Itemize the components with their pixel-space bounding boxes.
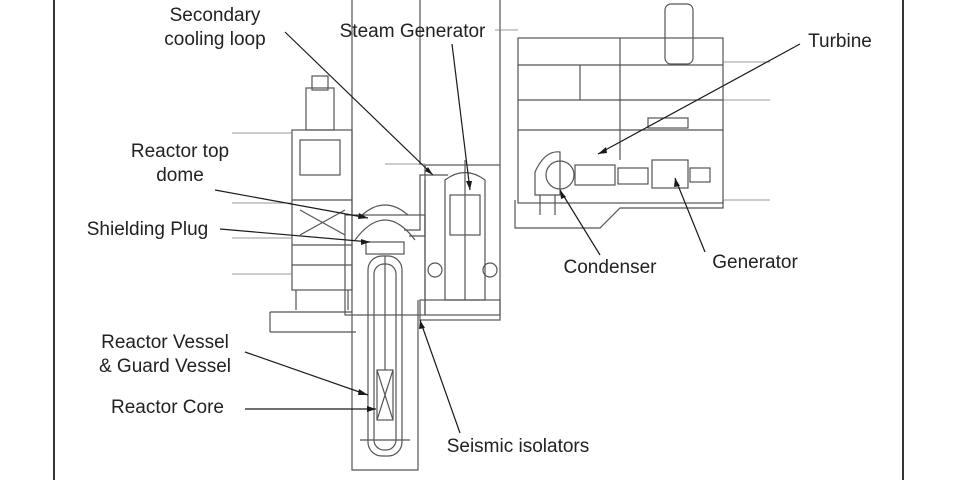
frame-right-border (902, 0, 904, 480)
frame-left-border (53, 0, 55, 480)
label-secondary-cooling-loop: Secondary cooling loop (164, 5, 266, 50)
steam-generator-building (404, 160, 501, 321)
label-reactor-vessel-guard-vessel: Reactor Vessel & Guard Vessel (98, 332, 232, 377)
pump-room-building (269, 75, 356, 333)
leader-reactor-top-dome (214, 189, 369, 219)
turbine-building (514, 3, 724, 229)
leader-shielding-plug (219, 228, 371, 243)
leader-condenser (559, 189, 601, 256)
label-shielding-plug: Shielding Plug (86, 219, 209, 240)
label-condenser: Condenser (563, 257, 657, 278)
leader-turbine (597, 43, 801, 155)
label-reactor-top-dome: Reactor top dome (130, 141, 230, 186)
leader-reactor-vessel (244, 351, 369, 396)
leader-secondary-cooling-loop (284, 31, 434, 176)
leader-steam-generator (451, 43, 471, 191)
label-steam-generator: Steam Generator (339, 21, 486, 42)
leader-seismic-isolators (419, 319, 461, 434)
label-generator: Generator (712, 252, 798, 273)
label-reactor-core: Reactor Core (111, 397, 224, 418)
label-turbine: Turbine (808, 31, 872, 52)
reactor-building (344, 204, 426, 471)
label-seismic-isolators: Seismic isolators (446, 436, 590, 457)
leader-generator (674, 177, 706, 253)
